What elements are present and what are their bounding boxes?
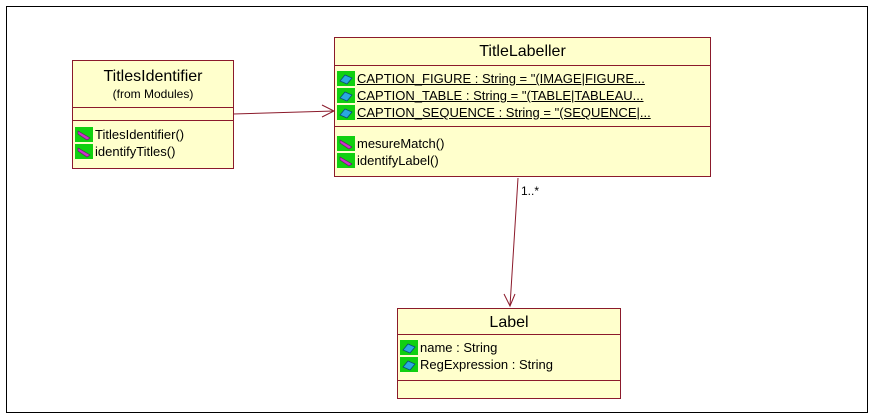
attribute-text: CAPTION_SEQUENCE : String = "(SEQUENCE|.…: [357, 105, 651, 120]
operation-icon: [337, 136, 355, 151]
operation-row[interactable]: TitlesIdentifier(): [73, 126, 233, 143]
attribute-text: RegExpression : String: [420, 357, 553, 372]
class-name: TitlesIdentifier: [103, 68, 203, 85]
attribute-compartment: [73, 108, 233, 121]
multiplicity-label: 1..*: [521, 184, 540, 198]
association-line: [509, 177, 519, 307]
attribute-icon: [337, 105, 355, 120]
class-name: TitleLabeller: [479, 43, 566, 60]
attribute-compartment: name : String RegExpression : String: [398, 335, 620, 381]
class-label[interactable]: Label name : String RegExpression : Stri…: [397, 308, 621, 399]
attribute-row[interactable]: CAPTION_TABLE : String = "(TABLE|TABLEAU…: [335, 87, 710, 104]
operation-row[interactable]: mesureMatch(): [335, 135, 710, 152]
operation-text: mesureMatch(): [357, 136, 445, 151]
operation-icon: [75, 127, 93, 142]
class-stereotype: (from Modules): [112, 87, 194, 101]
class-header: TitleLabeller: [335, 38, 710, 66]
attribute-icon: [337, 71, 355, 86]
attribute-text: CAPTION_TABLE : String = "(TABLE|TABLEAU…: [357, 88, 644, 103]
operation-row[interactable]: identifyTitles(): [73, 143, 233, 160]
attribute-icon: [400, 340, 418, 355]
class-titles-identifier[interactable]: TitlesIdentifier (from Modules) TitlesId…: [72, 60, 234, 169]
attribute-compartment: CAPTION_FIGURE : String = "(IMAGE|FIGURE…: [335, 66, 710, 127]
operation-icon: [337, 153, 355, 168]
dependency-line: [232, 110, 335, 115]
operation-row[interactable]: identifyLabel(): [335, 152, 710, 169]
operation-compartment: [398, 381, 620, 398]
operation-compartment: mesureMatch() identifyLabel(): [335, 127, 710, 169]
attribute-text: CAPTION_FIGURE : String = "(IMAGE|FIGURE…: [357, 71, 645, 86]
attribute-row[interactable]: RegExpression : String: [398, 356, 620, 373]
association-arrowhead: [503, 293, 516, 308]
operation-text: identifyLabel(): [357, 153, 439, 168]
operation-compartment: TitlesIdentifier() identifyTitles(): [73, 121, 233, 160]
operation-text: TitlesIdentifier(): [95, 127, 185, 142]
class-header: TitlesIdentifier (from Modules): [73, 61, 233, 108]
class-title-labeller[interactable]: TitleLabeller CAPTION_FIGURE : String = …: [334, 37, 711, 177]
operation-icon: [75, 144, 93, 159]
attribute-row[interactable]: name : String: [398, 339, 620, 356]
class-header: Label: [398, 309, 620, 335]
operation-text: identifyTitles(): [95, 144, 176, 159]
attribute-text: name : String: [420, 340, 498, 355]
attribute-row[interactable]: CAPTION_SEQUENCE : String = "(SEQUENCE|.…: [335, 104, 710, 121]
attribute-icon: [337, 88, 355, 103]
attribute-row[interactable]: CAPTION_FIGURE : String = "(IMAGE|FIGURE…: [335, 70, 710, 87]
class-name: Label: [489, 314, 529, 331]
attribute-icon: [400, 357, 418, 372]
